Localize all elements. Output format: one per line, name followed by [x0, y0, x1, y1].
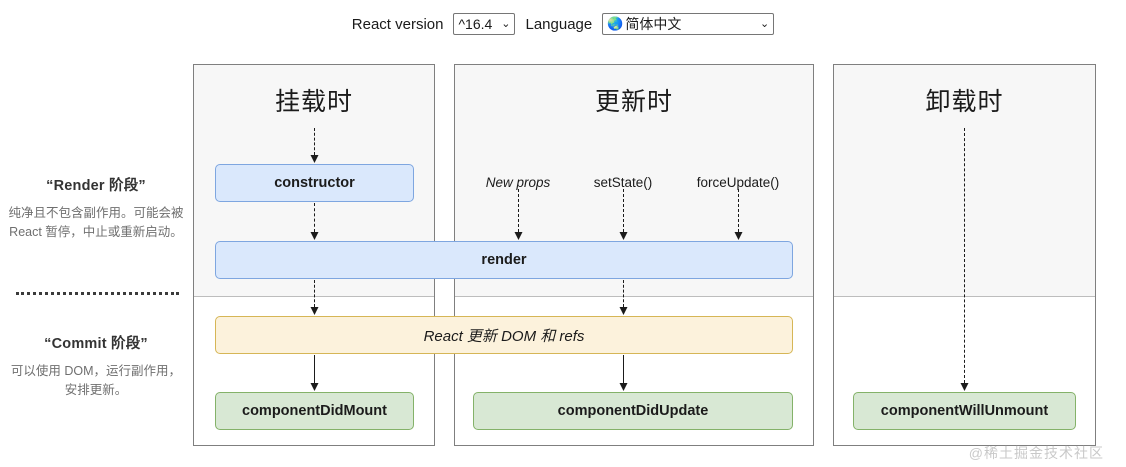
legend-commit-desc: 可以使用 DOM，运行副作用，安排更新。 [10, 364, 182, 397]
language-label: Language [525, 15, 593, 33]
panel-mounting-title: 挂载时 [274, 88, 353, 116]
node-constructor[interactable]: constructor [215, 164, 414, 202]
react-version-label: React version [351, 15, 444, 33]
legend-divider [16, 292, 179, 295]
node-react-updates-dom-refs[interactable]: React 更新 DOM 和 refs [215, 316, 793, 354]
panel-unmounting-render-region [834, 65, 1095, 297]
chevron-down-icon: ⌄ [501, 17, 511, 30]
node-render[interactable]: render [215, 241, 793, 279]
react-version-value: ^16.4 [458, 16, 493, 32]
node-component-did-update[interactable]: componentDidUpdate [473, 392, 793, 430]
react-version-select[interactable]: ^16.4 ⌄ [453, 13, 516, 35]
legend-render-desc: 纯净且不包含副作用。可能会被 React 暂停，中止或重新启动。 [8, 206, 184, 239]
language-value: 简体中文 [625, 16, 682, 32]
panel-unmounting-title: 卸载时 [925, 88, 1004, 116]
trigger-force-update: forceUpdate() [696, 175, 780, 190]
phase-legend: “Render 阶段” 纯净且不包含副作用。可能会被 React 暂停，中止或重… [8, 64, 184, 446]
legend-render-title: “Render 阶段” [46, 178, 146, 194]
trigger-set-state: setState() [593, 175, 653, 190]
watermark: @稀土掘金技术社区 [968, 445, 1104, 461]
legend-commit-phase: “Commit 阶段” 可以使用 DOM，运行副作用，安排更新。 [8, 332, 184, 400]
panel-unmounting: 卸载时 [833, 64, 1096, 446]
language-select[interactable]: 🌏 简体中文 ⌄ [602, 13, 775, 35]
node-component-did-mount[interactable]: componentDidMount [215, 392, 414, 430]
legend-render-phase: “Render 阶段” 纯净且不包含副作用。可能会被 React 暂停，中止或重… [8, 174, 184, 242]
panel-updating-title: 更新时 [594, 88, 673, 116]
globe-icon: 🌏 [607, 16, 624, 31]
node-component-will-unmount[interactable]: componentWillUnmount [853, 392, 1076, 430]
trigger-new-props: New props [485, 175, 551, 190]
toolbar: React version ^16.4 ⌄ Language 🌏 简体中文 ⌄ [0, 13, 1126, 35]
chevron-down-icon: ⌄ [760, 17, 770, 30]
legend-commit-title: “Commit 阶段” [44, 336, 148, 352]
